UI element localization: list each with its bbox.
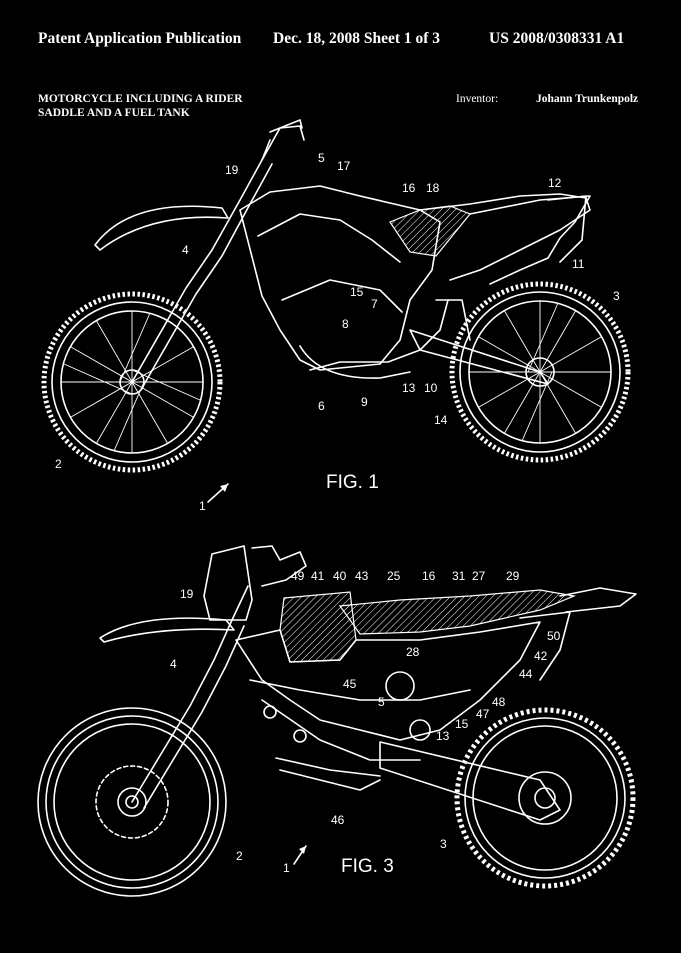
fig3-motorcycle-drawing [37,545,637,897]
fig1-label-10: 10 [424,381,438,395]
fig3-label-15: 15 [455,717,469,731]
fig3-label-44: 44 [519,667,533,681]
fig1-label-13: 13 [402,381,416,395]
publication-title: Patent Application Publication [38,30,242,47]
fig3-label-13: 13 [436,729,450,743]
fig1-rear-wheel [449,281,631,463]
fig3-label-48: 48 [492,695,506,709]
fig1-label-12: 12 [548,176,562,190]
fig1-label-8: 8 [342,317,349,331]
fig1-label-6: 6 [318,399,325,413]
fig3-label-27: 27 [472,569,486,583]
invention-title: MOTORCYCLE INCLUDING A RIDER SADDLE AND … [38,92,243,120]
fig3-label-2: 2 [236,849,243,863]
inventor-name: Johann Trunkenpolz [536,93,639,105]
fig1-label-17: 17 [337,159,351,173]
fig3-label-45: 45 [343,677,357,691]
fig1-reference-numerals: 19 5 17 16 18 12 4 15 7 8 3 11 6 9 13 10… [55,151,620,513]
fig1-caption: FIG. 1 [326,472,379,493]
fig3-label-43: 43 [355,569,369,583]
fig3-label-28: 28 [406,645,420,659]
fig3-reference-numerals: 49 41 40 43 25 16 31 27 29 19 50 4 28 42… [170,569,561,877]
fig3-label-29: 29 [506,569,520,583]
fig3-label-42: 42 [534,649,548,663]
fig1-label-16: 16 [402,181,416,195]
fig1-label-14: 14 [434,413,448,427]
fig3-front-wheel [37,707,227,897]
fig1-label-11: 11 [572,257,585,271]
fig3-label-3: 3 [440,837,447,851]
fig3-label-49: 49 [291,569,305,583]
fig3-label-19: 19 [180,587,194,601]
invention-title-line-1: MOTORCYCLE INCLUDING A RIDER [38,93,243,105]
fig1-label-1: 1 [199,499,206,513]
fig3-label-41: 41 [311,569,325,583]
fig3-label-40: 40 [333,569,347,583]
inventor-label: Inventor: [456,93,499,105]
fig3-label-5: 5 [378,695,385,709]
fig3-label-1: 1 [283,861,290,875]
fig1-label-3: 3 [613,289,620,303]
fig1-label-15: 15 [350,285,364,299]
fig1-label-7: 7 [371,297,378,311]
fig3-label-4: 4 [170,657,177,671]
fig1-label-19: 19 [225,163,239,177]
patent-number: US 2008/0308331 A1 [489,30,625,47]
fig1-motorcycle-drawing [41,119,631,473]
fig1-label-4: 4 [182,243,189,257]
fig3-label-46: 46 [331,813,345,827]
fig3-caption: FIG. 3 [341,856,394,877]
date-sheet: Dec. 18, 2008 Sheet 1 of 3 [273,30,441,47]
fig3-label-25: 25 [387,569,401,583]
fig3-rear-wheel [454,707,636,889]
fig1-label-9: 9 [361,395,368,409]
fig3-label-31: 31 [452,569,466,583]
fig3-label-47: 47 [476,707,490,721]
invention-title-line-2: SADDLE AND A FUEL TANK [38,107,190,119]
fig1-label-2: 2 [55,457,62,471]
fig1-label-5: 5 [318,151,325,165]
fig3-label-50: 50 [547,629,561,643]
fig3-label-16: 16 [422,569,436,583]
fig1-label-18: 18 [426,181,440,195]
